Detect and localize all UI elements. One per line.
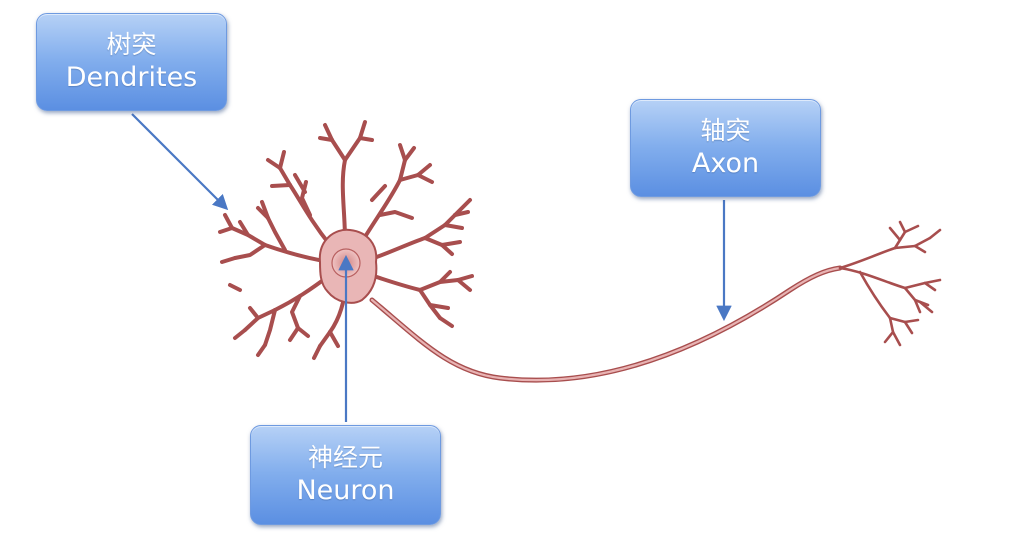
- dendrites-arrow: [131, 113, 229, 211]
- dendrites: [218, 120, 474, 360]
- neuron-label-zh: 神经元: [307, 443, 383, 472]
- dendrites-label-box: 树突 Dendrites: [36, 13, 227, 111]
- neuron-illustration: [218, 120, 942, 383]
- dendrites-label-en: Dendrites: [65, 62, 198, 93]
- axon-terminals: [838, 220, 942, 347]
- axon-label-en: Axon: [691, 148, 760, 179]
- axon-label-zh: 轴突: [700, 116, 751, 145]
- axon-label-box: 轴突 Axon: [630, 99, 821, 197]
- neuron-label-en: Neuron: [296, 475, 395, 506]
- neuron-label-box: 神经元 Neuron: [250, 425, 441, 525]
- axon-fiber: [369, 265, 843, 383]
- dendrites-label-zh: 树突: [106, 30, 157, 59]
